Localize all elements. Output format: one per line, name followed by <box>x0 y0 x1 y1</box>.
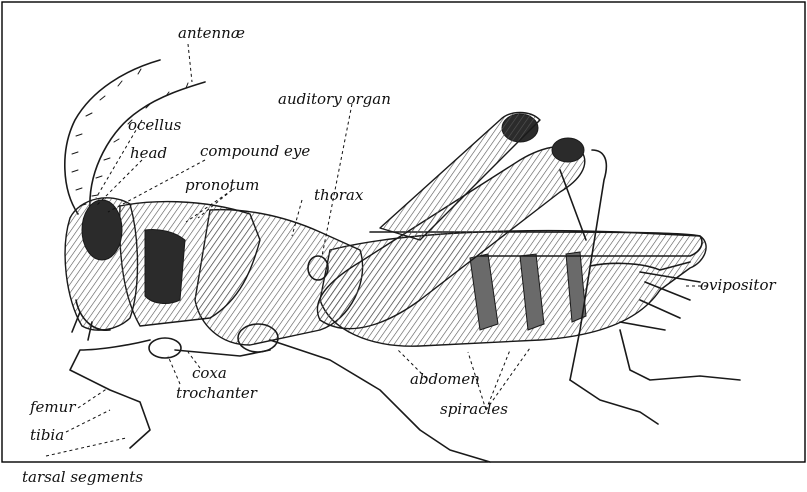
compound-eye <box>82 200 122 260</box>
label-coxa: coxa <box>192 364 227 382</box>
front-leg <box>70 340 150 448</box>
label-tibia: tibia <box>30 426 64 444</box>
label-antennae: antennæ <box>178 24 245 42</box>
label-abdomen: abdomen <box>410 370 480 388</box>
label-femur: femur <box>29 398 76 416</box>
label-spiracles: spiracles <box>440 400 508 418</box>
label-auditory-organ: auditory organ <box>278 90 391 108</box>
label-ocellus: ocellus <box>128 116 182 134</box>
label-pronotum: pronotum <box>185 176 259 194</box>
label-thorax: thorax <box>314 186 364 204</box>
label-tarsal-segments: tarsal segments <box>22 468 143 486</box>
label-trochanter: trochanter <box>176 384 258 402</box>
label-ovipositor: ovipositor <box>700 276 776 294</box>
label-head: head <box>130 144 167 162</box>
label-compound-eye: compound eye <box>200 142 310 160</box>
